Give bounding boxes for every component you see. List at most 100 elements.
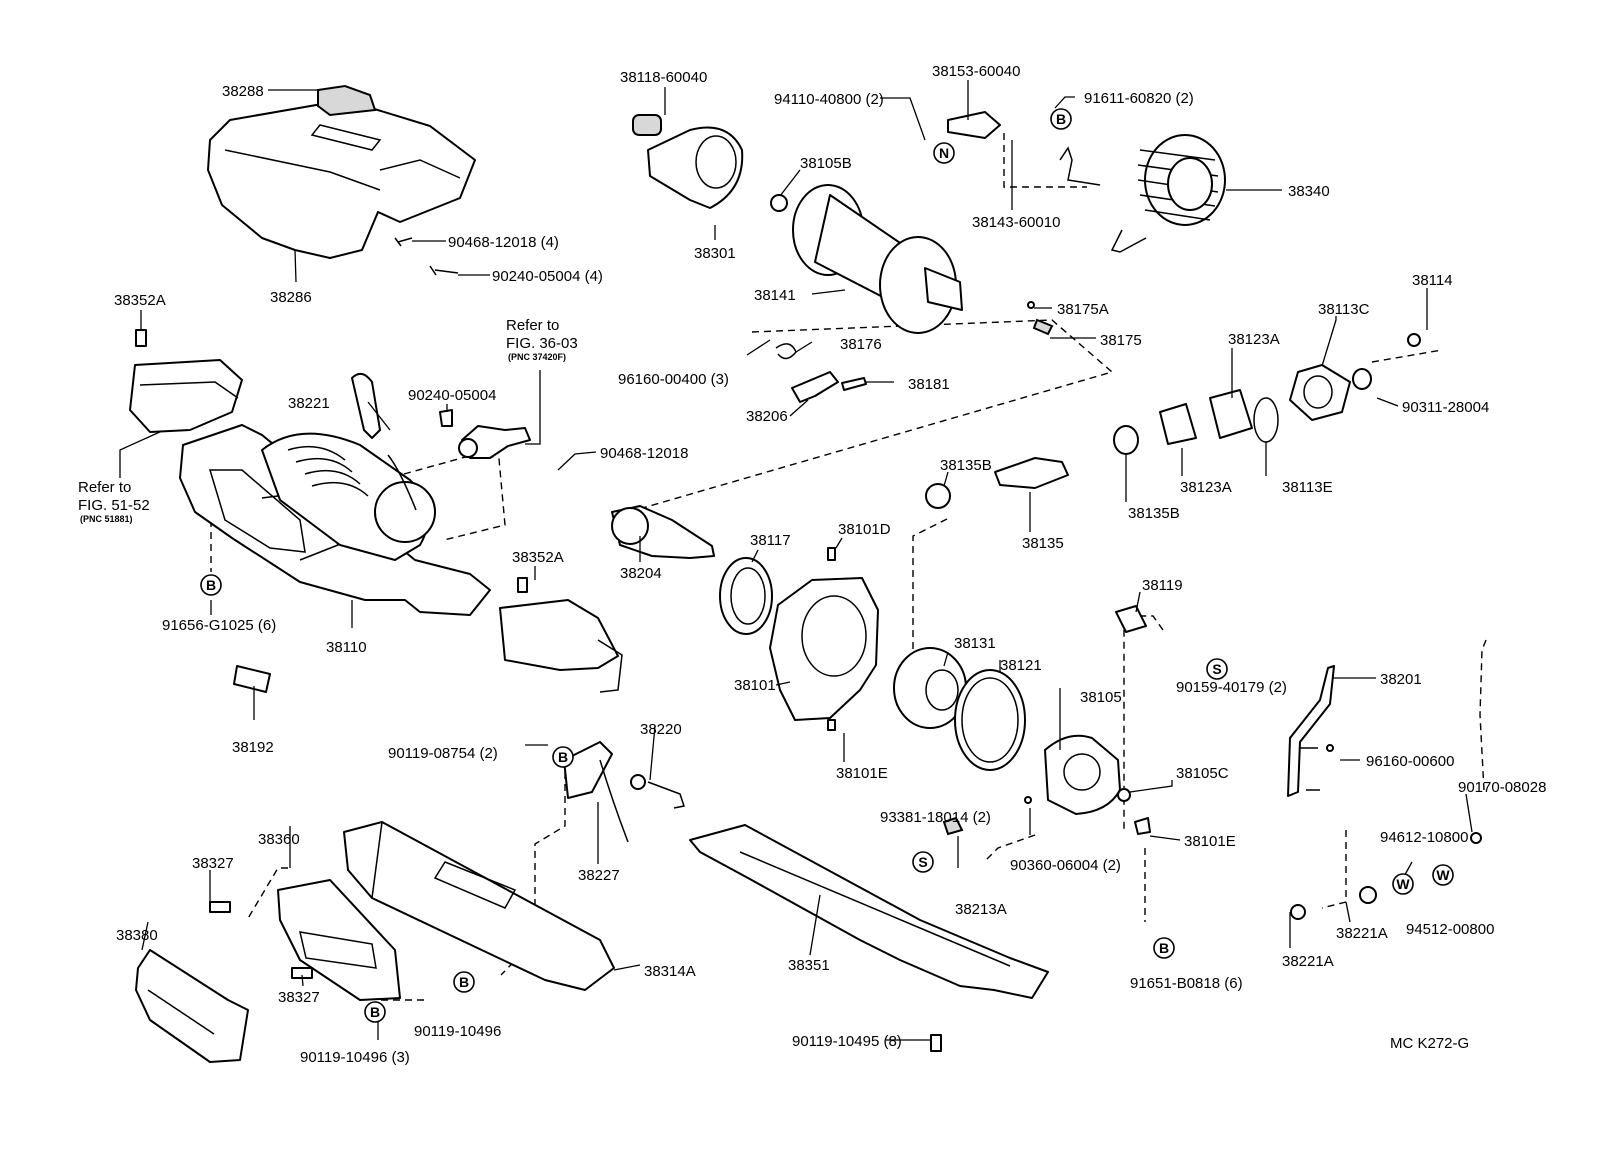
label-96160-00600: 96160-00600 <box>1366 753 1454 770</box>
label-38123A-top: 38123A <box>1228 331 1280 348</box>
joint-90240-05004 <box>439 409 531 459</box>
symbol-b-circle: B <box>558 749 568 765</box>
label-38101E-right: 38101E <box>1184 833 1236 850</box>
label-38141: 38141 <box>754 287 796 304</box>
label-38101D: 38101D <box>838 521 891 538</box>
gear-38131 <box>893 647 967 729</box>
label-38105C: 38105C <box>1176 765 1229 782</box>
label-90119-10495-8: 90119-10495 (8) <box>792 1033 902 1050</box>
symbol-w-circle: W <box>1436 867 1450 883</box>
label-38352A-top: 38352A <box>114 292 166 309</box>
refer-fig-36-pnc: (PNC 37420F) <box>508 352 566 362</box>
label-38327-top: 38327 <box>192 855 234 872</box>
label-90311-28004: 90311-28004 <box>1402 399 1489 416</box>
label-38131: 38131 <box>954 635 996 652</box>
label-38175: 38175 <box>1100 332 1142 349</box>
refer-fig-51-pnc: (PNC 51881) <box>80 514 133 524</box>
label-38204: 38204 <box>620 565 662 582</box>
symbol-w-circle: W <box>1396 876 1410 892</box>
bearing-38135B <box>925 425 1139 509</box>
label-38221A-2: 38221A <box>1282 953 1334 970</box>
symbol-b-circle: B <box>1159 940 1169 956</box>
gear-38204 <box>611 505 715 559</box>
label-90159-40179-2: 90159-40179 (2) <box>1176 679 1287 696</box>
label-90468-12018-4: 90468-12018 (4) <box>448 234 559 251</box>
label-38119: 38119 <box>1142 577 1183 594</box>
label-38121: 38121 <box>1000 657 1042 674</box>
bracket-38153-60040 <box>947 111 1001 139</box>
label-38221A-1: 38221A <box>1336 925 1388 942</box>
ring-38117 <box>719 557 773 635</box>
pin-38181 <box>841 377 867 391</box>
symbol-n-circle: N <box>939 145 949 161</box>
label-91656-G1025-6: 91656-G1025 (6) <box>162 617 276 634</box>
gasket-38123A <box>1159 389 1253 445</box>
frame-38110 <box>179 424 491 616</box>
crossmember-38314A <box>343 821 615 991</box>
symbol-b-circle: B <box>370 1004 380 1020</box>
label-91651-B0818-6: 91651-B0818 (6) <box>1130 975 1243 992</box>
refer-fig-36-line2: FIG. 36-03 <box>506 335 578 352</box>
label-38114: 38114 <box>1412 272 1453 289</box>
label-38101E-mid: 38101E <box>836 765 888 782</box>
label-96160-00400-3: 96160-00400 (3) <box>618 371 729 388</box>
rod-38201 <box>1287 665 1482 920</box>
label-93381-18014-2: 93381-18014 (2) <box>880 809 991 826</box>
label-90360-06004-2: 90360-06004 (2) <box>1010 857 1121 874</box>
label-38201: 38201 <box>1380 671 1422 688</box>
label-90119-08754-2: 90119-08754 (2) <box>388 745 498 762</box>
drum-38141 <box>770 184 963 334</box>
plate-38192 <box>233 665 271 693</box>
clip-38119 <box>1115 605 1147 633</box>
bracket-38227 <box>563 741 685 843</box>
label-38117: 38117 <box>750 532 791 549</box>
symbol-s-circle: S <box>1212 661 1221 677</box>
skid-38351 <box>689 824 1049 1052</box>
leader-lines <box>119 80 1473 1041</box>
small-parts-right <box>942 788 1151 836</box>
label-94512-00800: 94512-00800 <box>1406 921 1494 938</box>
label-38176: 38176 <box>840 336 882 353</box>
label-38227: 38227 <box>578 867 620 884</box>
bracket-38380 <box>135 949 249 1063</box>
spring-38340 <box>1059 134 1226 253</box>
label-38221: 38221 <box>288 395 330 412</box>
label-38135B-top: 38135B <box>940 457 992 474</box>
cover-38113C <box>1289 333 1421 421</box>
lever-38206 <box>791 371 839 403</box>
label-38327-bot: 38327 <box>278 989 320 1006</box>
drawing-code: MC K272-G <box>1390 1035 1469 1052</box>
label-38135: 38135 <box>1022 535 1064 552</box>
bracket-38301 <box>647 126 744 209</box>
lever-38221 <box>351 372 381 439</box>
label-90170-08028: 90170-08028 <box>1458 779 1546 796</box>
symbol-b-circle: B <box>1056 111 1066 127</box>
label-38301: 38301 <box>694 245 736 262</box>
label-38113C: 38113C <box>1318 301 1370 318</box>
label-38175A: 38175A <box>1057 301 1109 318</box>
label-38314A: 38314A <box>644 963 696 980</box>
label-38123A-bot: 38123A <box>1180 479 1232 496</box>
label-38101: 38101 <box>734 677 776 694</box>
refer-fig-51-line2: FIG. 51-52 <box>78 497 150 514</box>
label-90240-05004: 90240-05004 <box>408 387 496 404</box>
label-94612-10800: 94612-10800 <box>1380 829 1468 846</box>
label-38220: 38220 <box>640 721 682 738</box>
housing-38101 <box>769 547 879 731</box>
bracket-38352A-top <box>129 329 243 433</box>
label-38135B-bot: 38135B <box>1128 505 1180 522</box>
bracket-38352A-mid <box>499 577 623 693</box>
label-38206: 38206 <box>746 408 788 425</box>
label-90240-05004-4: 90240-05004 (4) <box>492 268 603 285</box>
label-38352A-mid: 38352A <box>512 549 564 566</box>
oring-38113E <box>1253 397 1279 443</box>
label-38288: 38288 <box>222 83 264 100</box>
label-90468-12018: 90468-12018 <box>600 445 688 462</box>
clip-38176 <box>775 343 797 360</box>
refer-fig-51-line1: Refer to <box>78 479 131 496</box>
symbol-s-circle: S <box>918 854 927 870</box>
label-94110-40800-2: 94110-40800 (2) <box>774 91 884 108</box>
label-38143-60010: 38143-60010 <box>972 214 1060 231</box>
label-38105: 38105 <box>1080 689 1122 706</box>
